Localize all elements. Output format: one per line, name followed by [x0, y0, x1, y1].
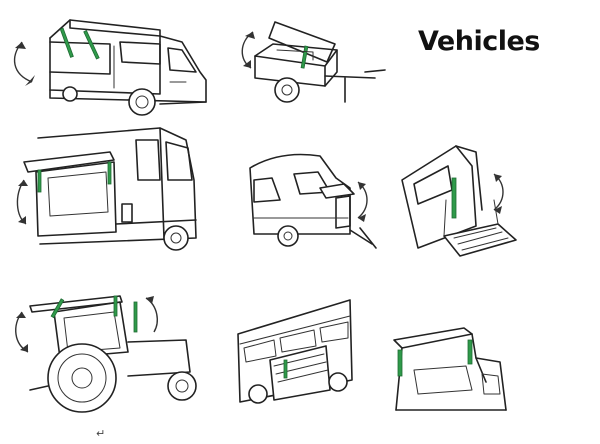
coach-luggage-illustration: [237, 299, 353, 404]
suv-tailgate-illustration: [393, 327, 507, 411]
footer-mark: ↵: [96, 428, 106, 440]
utility-trailer-illustration: [241, 21, 386, 103]
tractor-illustration: [15, 295, 197, 413]
van-ramp-illustration: [401, 145, 517, 257]
caravan-illustration: [249, 153, 377, 249]
food-truck-illustration: [13, 19, 207, 116]
page-title: Vehicles: [418, 26, 540, 57]
bus-rear-illustration: [16, 127, 197, 251]
